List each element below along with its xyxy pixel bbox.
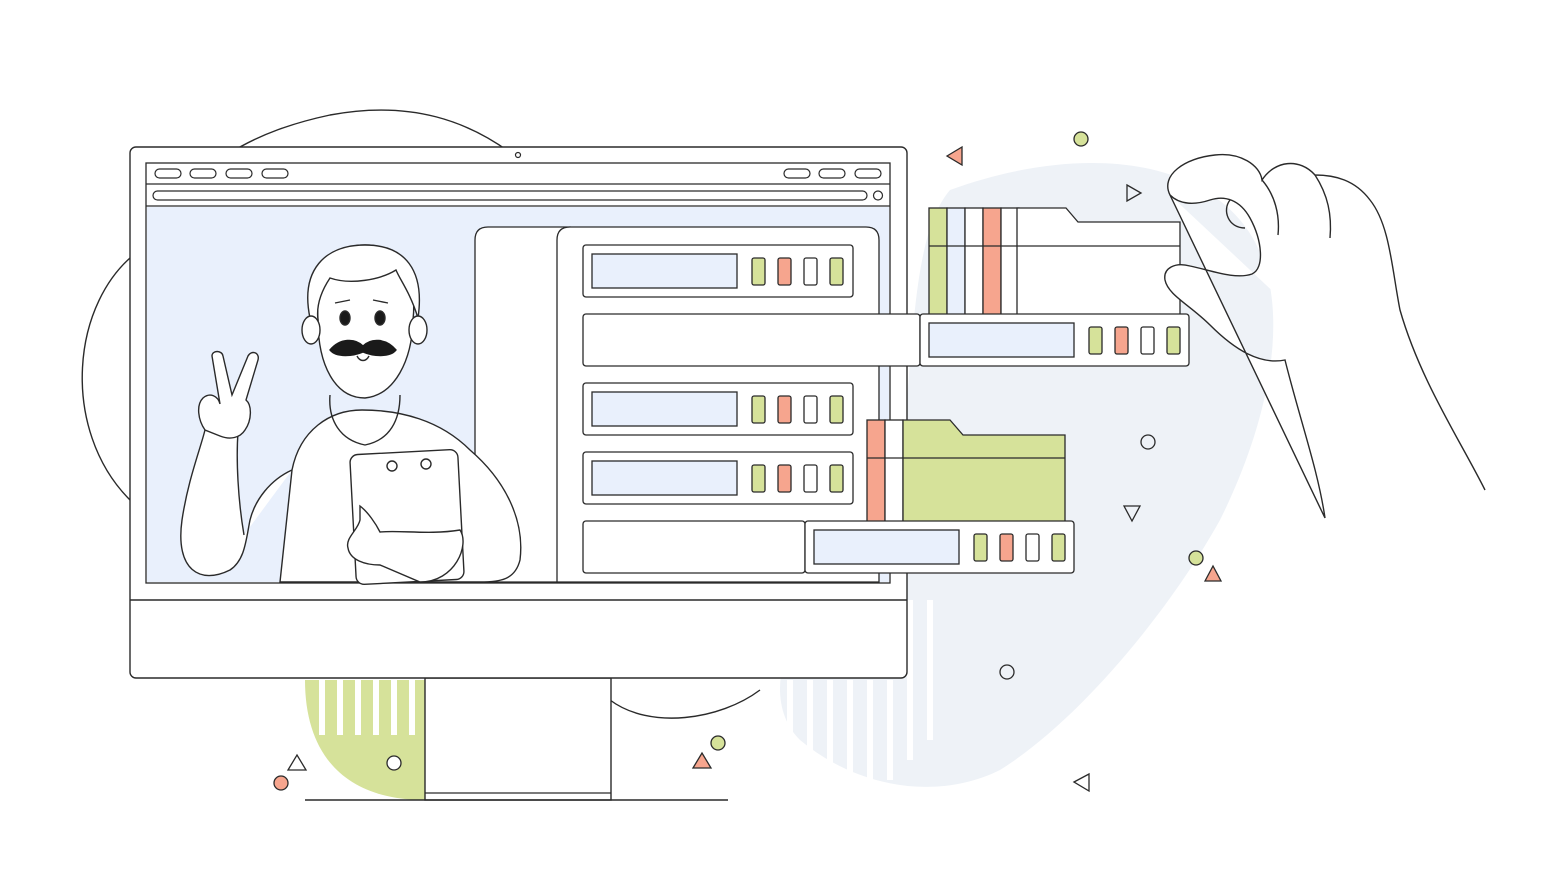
circle-icon bbox=[999, 664, 1015, 680]
person-eye-right bbox=[374, 310, 386, 326]
drawer-row[interactable] bbox=[582, 382, 854, 436]
green-dot-icon bbox=[710, 735, 726, 751]
person-neck bbox=[329, 394, 401, 446]
tab-pill[interactable] bbox=[154, 168, 182, 179]
person bbox=[180, 244, 522, 586]
confetti bbox=[273, 131, 1223, 793]
tab-pill[interactable] bbox=[225, 168, 253, 179]
triangle-icon bbox=[1126, 183, 1143, 203]
green-stripes bbox=[319, 680, 415, 735]
triangle-icon bbox=[691, 751, 713, 769]
peace-sign-hand bbox=[198, 350, 259, 439]
tab-pill[interactable] bbox=[261, 168, 289, 179]
server-drawers bbox=[582, 244, 854, 505]
drawer-row[interactable] bbox=[582, 244, 854, 298]
pulled-drawer-bottom[interactable] bbox=[582, 419, 1075, 574]
window-control[interactable] bbox=[783, 168, 811, 179]
drawer-label-bar bbox=[591, 391, 738, 427]
triangle-icon bbox=[1072, 772, 1090, 793]
salmon-dot-icon bbox=[273, 775, 289, 791]
webcam-icon bbox=[514, 151, 522, 159]
drawer-label-bar bbox=[928, 322, 1075, 358]
drawer-label-bar bbox=[591, 253, 738, 289]
green-dot-icon bbox=[1073, 131, 1089, 147]
indicator-white bbox=[803, 257, 818, 286]
hand-icon bbox=[1164, 153, 1486, 519]
indicator-salmon bbox=[777, 257, 792, 286]
person-ear-left bbox=[301, 315, 321, 345]
person-eye-left bbox=[339, 310, 351, 326]
mustache-icon bbox=[329, 339, 397, 357]
indicator-green bbox=[829, 257, 844, 286]
window-control[interactable] bbox=[818, 168, 846, 179]
monitor-stand bbox=[424, 677, 612, 801]
triangle-icon bbox=[286, 753, 308, 771]
address-bar-button[interactable] bbox=[872, 190, 884, 201]
folder-icon bbox=[902, 419, 1066, 523]
indicator-green bbox=[751, 257, 766, 286]
person-raised-arm bbox=[180, 429, 293, 577]
triangle-icon bbox=[1122, 505, 1142, 523]
folder-icon bbox=[1016, 207, 1181, 317]
person-holding-hand bbox=[346, 504, 464, 583]
drawer-label-bar bbox=[813, 529, 960, 565]
gray-stripes bbox=[787, 600, 933, 782]
hand-grabbing bbox=[1164, 153, 1486, 519]
address-bar[interactable] bbox=[152, 190, 868, 201]
drawer-row[interactable] bbox=[582, 451, 854, 505]
tab-pill[interactable] bbox=[189, 168, 217, 179]
drawer-label-bar bbox=[591, 460, 738, 496]
triangle-icon bbox=[1203, 564, 1223, 582]
person-ear-right bbox=[408, 315, 428, 345]
circle-icon bbox=[1140, 434, 1156, 450]
window-control[interactable] bbox=[854, 168, 882, 179]
circle-icon bbox=[386, 755, 402, 771]
person-hair bbox=[307, 244, 420, 321]
pulled-drawer-top[interactable] bbox=[582, 207, 1190, 367]
green-dot-icon bbox=[1188, 550, 1204, 566]
triangle-icon bbox=[945, 145, 963, 167]
browser-tabs bbox=[154, 168, 882, 179]
